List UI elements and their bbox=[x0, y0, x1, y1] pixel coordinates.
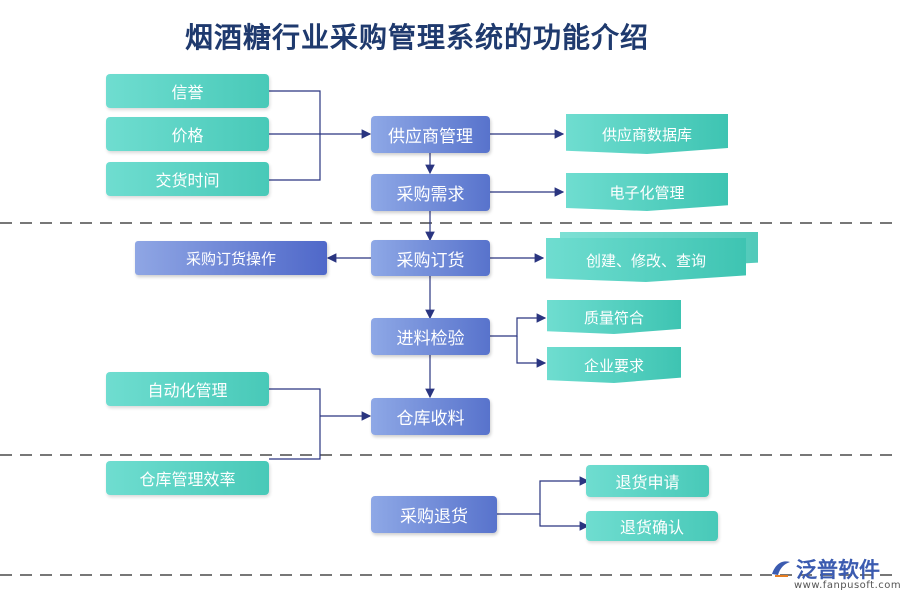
node-price: 价格 bbox=[106, 117, 269, 151]
node-automation-management: 自动化管理 bbox=[106, 372, 269, 406]
node-return-confirmation: 退货确认 bbox=[586, 511, 718, 541]
node-create-edit-query: 创建、修改、查询 bbox=[546, 238, 746, 282]
node-supplier-management: 供应商管理 bbox=[371, 116, 490, 153]
brand-logo: 泛普软件 www.fanpusoft.com bbox=[768, 552, 900, 592]
edge-tuihuo-queren bbox=[539, 514, 590, 531]
node-warehouse-efficiency: 仓库管理效率 bbox=[106, 461, 269, 495]
node-delivery-time: 交货时间 bbox=[106, 162, 269, 196]
logo-mark-icon bbox=[772, 561, 790, 577]
diagram-title: 烟酒糖行业采购管理系统的功能介绍 bbox=[184, 21, 649, 54]
edge-jianyan-qiye bbox=[516, 336, 547, 368]
node-reputation: 信誉 bbox=[106, 74, 269, 108]
node-incoming-inspection: 进料检验 bbox=[371, 318, 490, 355]
node-purchase-demand: 采购需求 bbox=[371, 174, 490, 211]
node-purchase-return: 采购退货 bbox=[371, 496, 497, 533]
edge-zidong bbox=[269, 388, 321, 460]
logo-brand-name: 泛普软件 bbox=[796, 558, 880, 582]
logo-url: www.fanpusoft.com bbox=[794, 580, 900, 591]
node-return-application: 退货申请 bbox=[586, 465, 709, 497]
edge-tuihuo-split bbox=[497, 476, 590, 515]
node-quality-compliance: 质量符合 bbox=[547, 300, 681, 334]
node-warehouse-receiving: 仓库收料 bbox=[371, 398, 490, 435]
edge-jianyan-split bbox=[490, 313, 547, 337]
node-purchase-order: 采购订货 bbox=[371, 240, 490, 276]
node-order-operation: 采购订货操作 bbox=[135, 241, 327, 275]
node-electronic-management: 电子化管理 bbox=[566, 173, 728, 211]
edge-xinyu bbox=[269, 90, 321, 181]
node-supplier-database: 供应商数据库 bbox=[566, 114, 728, 154]
node-enterprise-requirement: 企业要求 bbox=[547, 347, 681, 383]
